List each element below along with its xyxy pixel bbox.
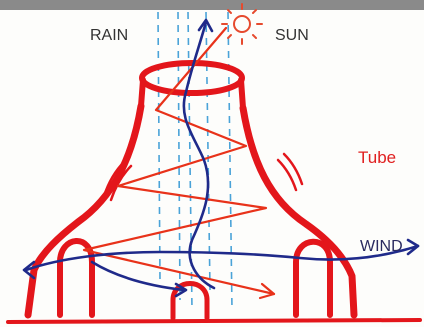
ground-line <box>8 320 420 322</box>
tube-left-wall <box>28 106 141 315</box>
tube-label: Tube <box>358 149 396 166</box>
right-arch <box>296 242 330 315</box>
sun-icon <box>222 4 262 44</box>
left-arch <box>60 241 92 315</box>
rain-streak <box>158 12 160 280</box>
air-branch <box>92 262 184 290</box>
wind-label: WIND <box>360 239 403 255</box>
tube-tower <box>28 63 354 318</box>
tube-collar-right <box>241 80 243 108</box>
rain-streak <box>206 12 210 290</box>
rain-label: RAIN <box>90 28 128 44</box>
tube-collar-left <box>141 80 143 106</box>
rain-streak <box>228 12 232 310</box>
rain-streak <box>178 12 180 300</box>
sun-label: SUN <box>275 28 309 44</box>
